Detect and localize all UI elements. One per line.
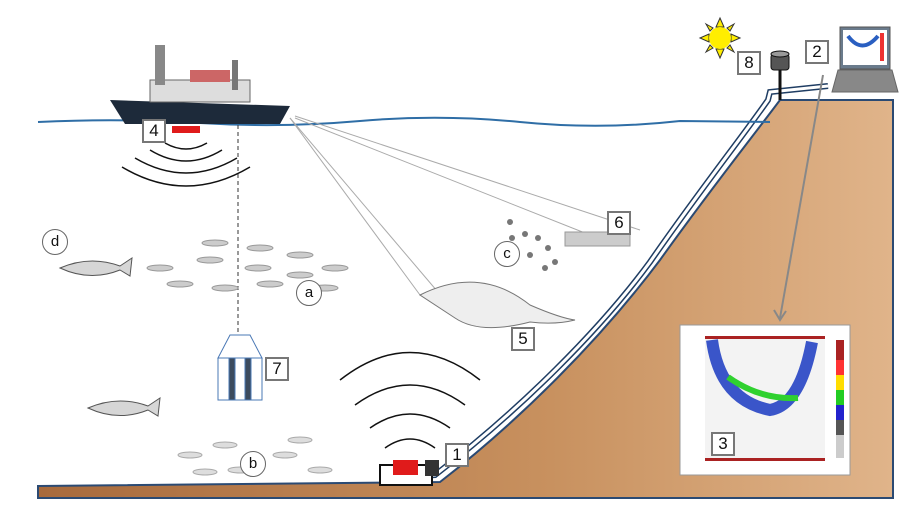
label-7: 7 [265, 357, 289, 381]
plankton [507, 219, 558, 271]
bottom-sonar-waves [339, 351, 481, 449]
label-5: 5 [511, 327, 535, 351]
sun-icon [698, 16, 742, 60]
cod-fish [58, 256, 161, 417]
towed-body [564, 231, 631, 247]
label-a: a [296, 280, 322, 306]
label-b: b [240, 451, 266, 477]
label-d: d [42, 229, 68, 255]
trawl-net [418, 281, 576, 329]
data-link-arrow [779, 74, 824, 319]
label-1: 1 [445, 443, 469, 467]
label-8: 8 [737, 51, 761, 75]
trawl-warps [289, 115, 641, 319]
label-3: 3 [711, 432, 735, 456]
label-4: 4 [142, 119, 166, 143]
ctd-frame [217, 334, 263, 401]
research-vessel [110, 45, 290, 124]
fish-school-b [177, 436, 333, 476]
weather-station [770, 50, 790, 100]
echogram-display [679, 324, 851, 476]
ship-sonar-waves [121, 142, 251, 187]
label-6: 6 [607, 211, 631, 235]
bottom-transducer [393, 460, 418, 475]
ship-transducer [172, 126, 200, 133]
seabed-land [37, 99, 894, 499]
laptop-icon [831, 26, 899, 93]
label-2: 2 [805, 40, 829, 64]
fish-school-a [146, 239, 349, 292]
label-c: c [494, 241, 520, 267]
